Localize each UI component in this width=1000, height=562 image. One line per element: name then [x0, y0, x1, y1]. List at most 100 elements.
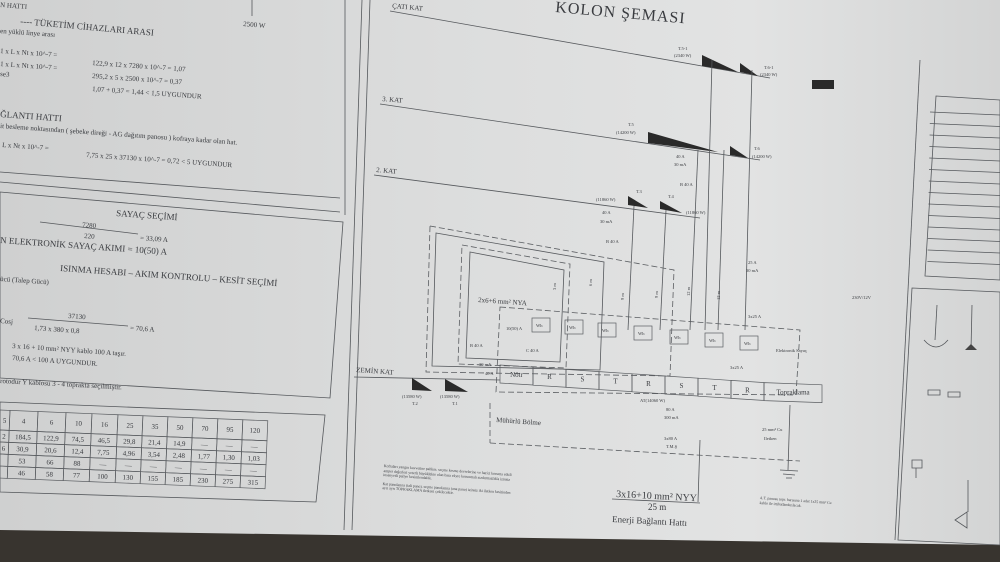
legend-row-divider	[928, 192, 1000, 196]
breaker-rating: C 40 A	[526, 348, 540, 353]
cable-length-label: 9 m	[620, 293, 625, 300]
meter-title: SAYAÇ SEÇİMİ	[116, 208, 178, 222]
table-header-cell: 16	[101, 421, 109, 429]
meter-rating: 10(50) A	[506, 326, 523, 331]
panel-t1	[445, 379, 468, 392]
legend-row-divider	[929, 123, 1000, 127]
cable-length-label: 3 m	[552, 283, 557, 290]
legend-row-divider	[927, 238, 1000, 242]
panel-t4	[660, 201, 682, 213]
table-value: —	[98, 460, 107, 468]
table-value: 185	[172, 475, 183, 483]
panel-power: (11860 W)	[686, 210, 706, 215]
panel-t6-1	[740, 63, 758, 76]
panel-t5	[648, 132, 718, 152]
panel-label: T.5-1	[678, 46, 688, 51]
panel-t5-1	[702, 55, 738, 72]
energy-meter-box	[633, 325, 653, 341]
table-value: 1,03	[247, 454, 260, 463]
panel-power: (13580 W)	[440, 394, 460, 399]
current-numerator: 37130	[68, 312, 87, 321]
table-value: 88	[73, 459, 81, 467]
legend-row-divider	[927, 261, 1000, 265]
energy-meter-label: Wh	[602, 328, 609, 333]
fuse-rating: 3x25 A	[730, 365, 744, 370]
table-value: —	[124, 462, 133, 470]
fixtures-box	[897, 287, 1000, 546]
table-header-cell: 50	[176, 424, 184, 432]
energy-meter-label: Wh	[709, 338, 716, 343]
demand-label: ücü (Talep Gücü)	[0, 275, 50, 286]
table-header-cell: 6	[50, 419, 54, 427]
energy-meter-label: Wh	[638, 331, 645, 336]
legend-row-divider	[928, 169, 1000, 173]
rcd-sensitivity: 30 mA	[674, 162, 687, 167]
energy-meter-label: Wh	[674, 335, 681, 340]
panel-power: (2340 W)	[760, 72, 778, 77]
busbar-phase-label: Nötr	[510, 371, 524, 379]
table-value: 4,96	[123, 449, 136, 458]
panel-t2	[412, 378, 432, 391]
table-value: —	[199, 465, 208, 473]
panel-t6	[730, 146, 748, 158]
feeder-length: 25 m	[648, 502, 666, 512]
chandelier-icon	[923, 304, 949, 348]
cable-table-box	[0, 401, 326, 503]
table-value: 53	[18, 457, 26, 465]
energy-meter-box	[704, 332, 724, 348]
table-value: 1,30	[222, 453, 235, 462]
tms-rating: 3x80 A	[664, 436, 678, 441]
table-header-cell: 5	[3, 417, 7, 425]
energy-meter-box	[739, 335, 759, 351]
legend-box	[924, 95, 1000, 281]
table-value: 14,9	[173, 439, 186, 448]
current-denominator: 1,73 x 380 x 0,8	[34, 324, 80, 335]
transformer-label: 230V/12V	[852, 295, 872, 300]
panel-label: T.6-1	[764, 65, 774, 70]
tms-label: T.M.Ş	[666, 444, 678, 449]
earth-cable-label: 25 mm² Cu	[762, 427, 783, 432]
formula-lhs: 1 x L x Nt x 10^-7 =	[0, 47, 58, 59]
panel-t3	[628, 196, 648, 208]
busbar-phase-label: R	[547, 373, 552, 381]
table-value: 66	[46, 458, 54, 466]
busbar-cell	[763, 382, 823, 403]
top-heading: N HATTI	[0, 1, 28, 11]
table-value: 2	[2, 433, 6, 441]
section2-formula-lhs: L x Nt x 10^-7 =	[2, 141, 49, 152]
section2-title: ĞLANTI HATTI	[0, 109, 62, 123]
busbar-phase-label: T	[712, 384, 717, 392]
meter-selection-box	[0, 191, 344, 399]
busbar-phase-label: R	[745, 386, 750, 394]
earth-label: Iletken	[764, 436, 777, 441]
cos-label: Cosj	[0, 317, 13, 326]
table-value: —	[249, 467, 258, 475]
table-value: 21,4	[148, 438, 161, 447]
meter-result: = 33,09 A	[140, 234, 168, 244]
breaker-rating: B 40 A	[606, 239, 620, 244]
cable-length-label: 12 m	[686, 286, 691, 296]
energy-meter-box	[531, 317, 551, 333]
table-value: 12,4	[71, 447, 84, 456]
table-value: —	[250, 443, 259, 451]
fuse-rating: 3x25 A	[748, 314, 762, 319]
main-panel-power: AT(14060 W)	[640, 398, 666, 403]
rcd-sensitivity: 30 mA	[600, 219, 613, 224]
table-value: —	[225, 442, 234, 450]
panel-power: (2340 W)	[674, 53, 692, 58]
nya-cable-label: 2x6+6 mm² NYA	[478, 296, 527, 307]
table-header-cell: 95	[226, 426, 234, 434]
rcd-rating: 25 A	[748, 260, 757, 265]
table-value: —	[174, 464, 183, 472]
table-header-cell: 4	[22, 417, 26, 425]
table-header-cell: 10	[75, 420, 83, 428]
floor-label-2: 2. KAT	[376, 166, 398, 176]
table-value: 122,9	[43, 434, 60, 443]
panel-label: T.1	[452, 401, 458, 406]
energy-meter-label: Wh	[536, 323, 543, 328]
section1-subtitle: en yüklü linye arası	[0, 27, 55, 39]
